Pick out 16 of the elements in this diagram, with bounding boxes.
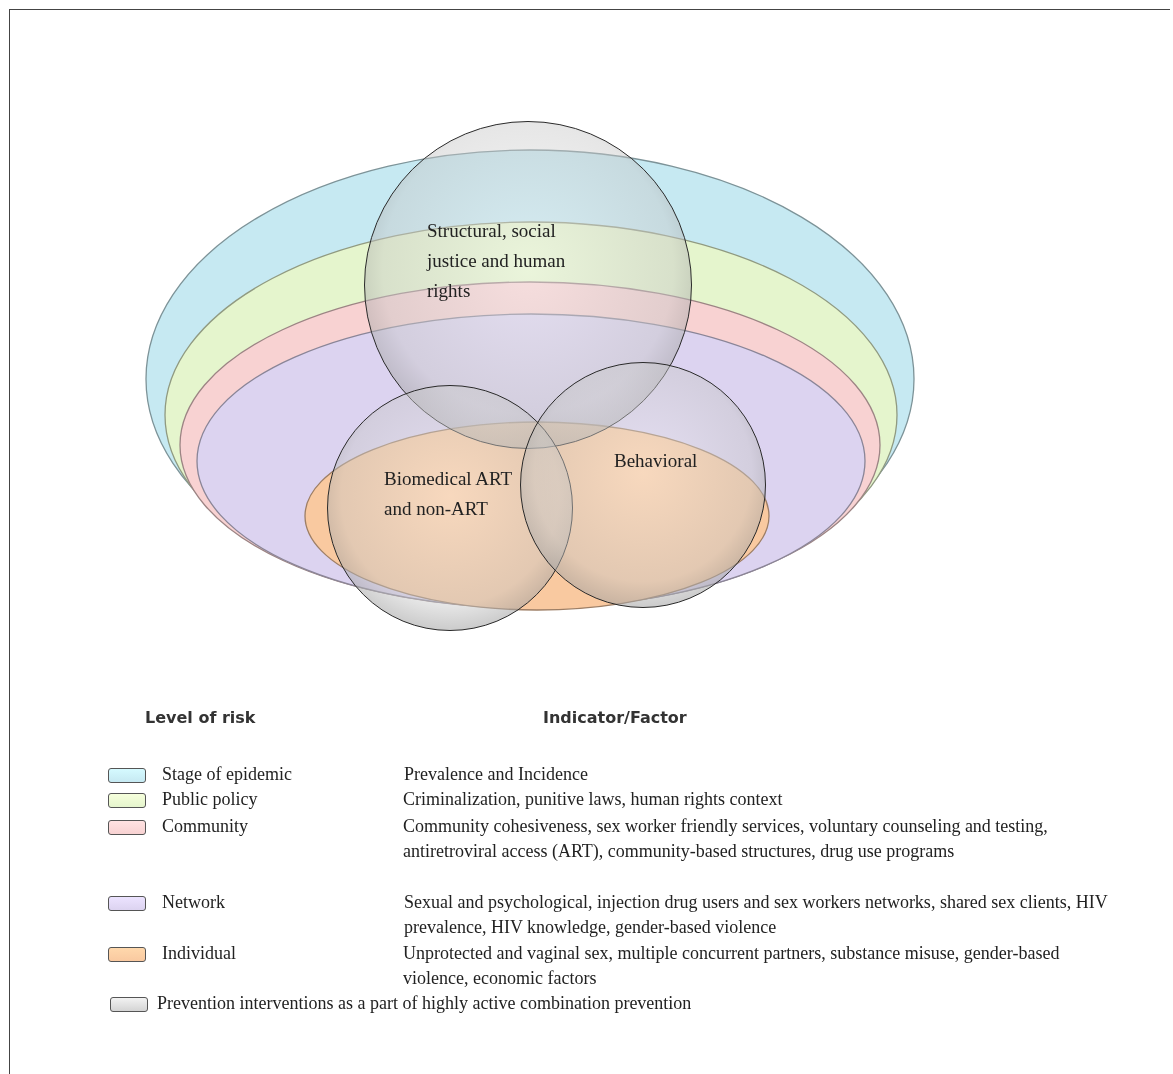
legend-label: Community bbox=[162, 815, 248, 838]
column-header: Indicator/Factor bbox=[543, 708, 687, 727]
circle-label: Biomedical ART and non-ART bbox=[384, 467, 513, 521]
circle-label: Structural, social justice and human rights bbox=[427, 219, 567, 303]
legend-label: Individual bbox=[162, 942, 236, 965]
indicator-text: Prevalence and Incidence bbox=[404, 763, 589, 786]
indicator-text: Community cohesiveness, sex worker friendly services, voluntary counseling and testing, antiretroviral access (ART), community-based structures, drug use programs bbox=[403, 815, 1049, 863]
indicator-text: Sexual and psychological, injection drug users and sex workers networks, shared sex clients, HIV prevalence, HIV knowledge, gender-based violence bbox=[404, 891, 1109, 939]
legend-label: Network bbox=[162, 891, 225, 914]
legend-label: Stage of epidemic bbox=[162, 763, 292, 786]
indicator-text: Unprotected and vaginal sex, multiple concurrent partners, substance misuse, gender-based violence, economic factors bbox=[403, 942, 1061, 990]
legend-label: Public policy bbox=[162, 788, 258, 811]
circle-label: Behavioral bbox=[614, 449, 699, 473]
legend-label: Prevention interventions as a part of highly active combination prevention bbox=[157, 992, 692, 1015]
column-header: Level of risk bbox=[145, 708, 256, 727]
indicator-text: Criminalization, punitive laws, human rights context bbox=[403, 788, 784, 811]
